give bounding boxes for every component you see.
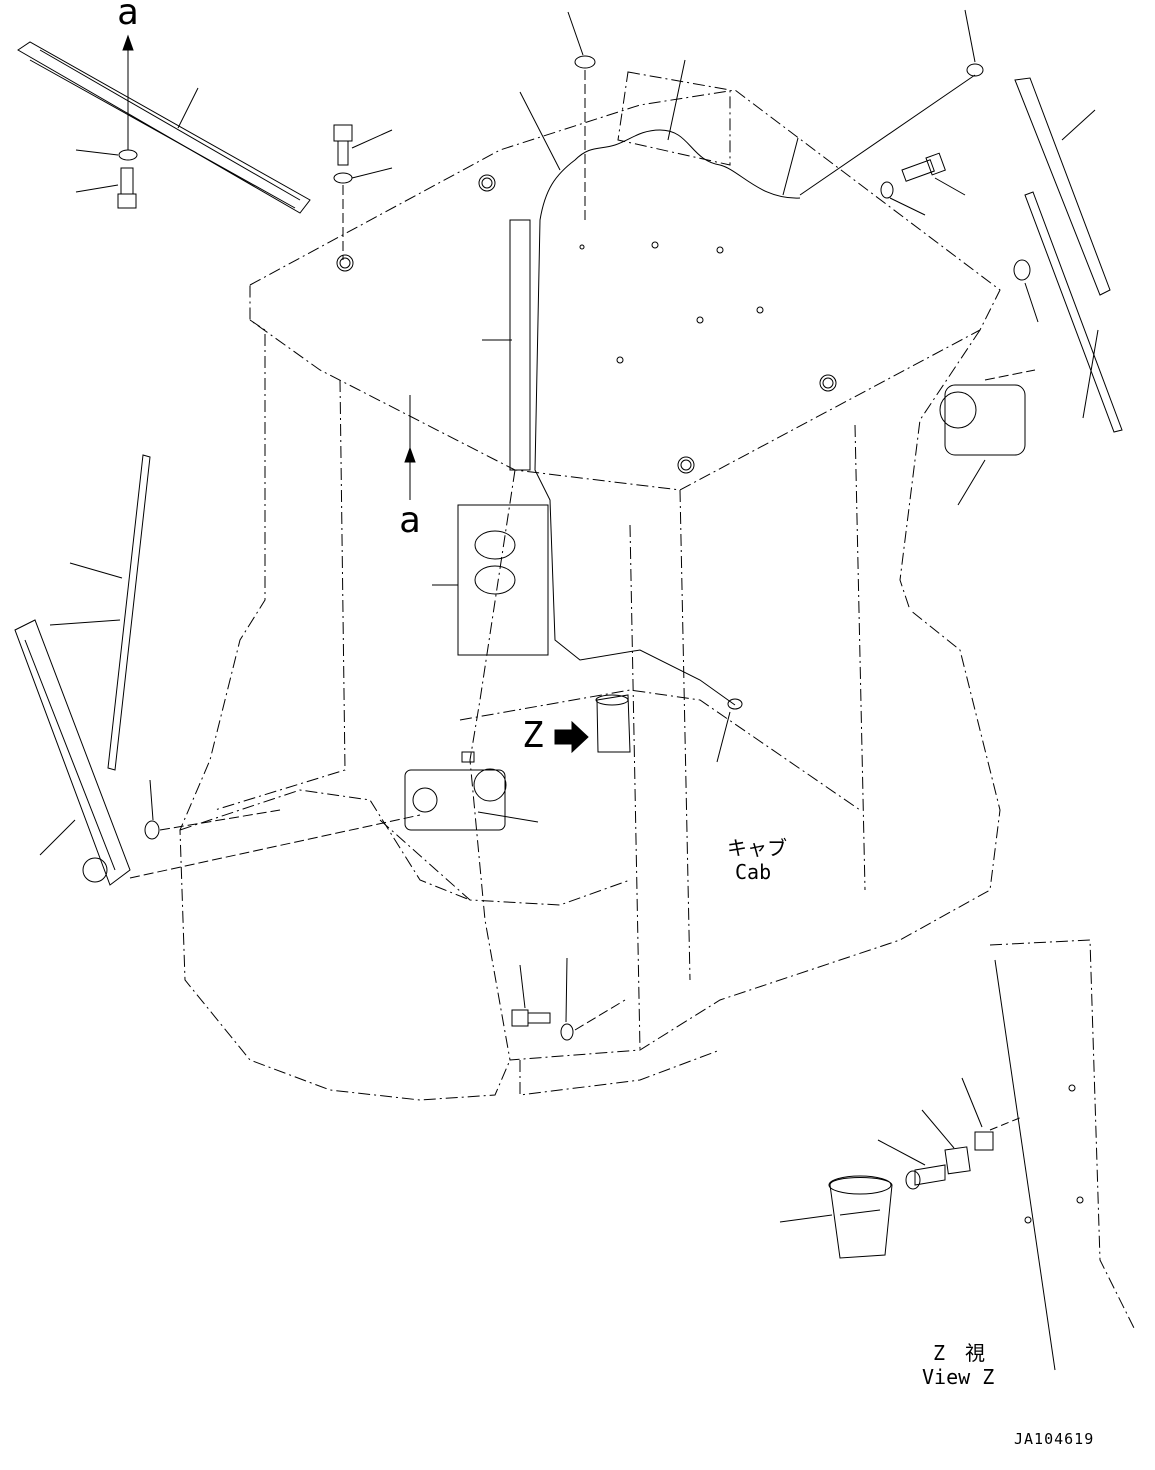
view-z-marker: Z [522, 715, 544, 756]
view-z-label-jp: Z 視 [933, 1341, 986, 1365]
wiper-blade-left [70, 455, 150, 770]
drawing-id: JA104619 [1014, 1430, 1095, 1448]
cab-label-en: Cab [735, 860, 772, 884]
bolt-right [881, 153, 965, 215]
view-z-label-en: View Z [922, 1365, 995, 1389]
wiper-blade-top-left [18, 42, 310, 213]
wiper-motor-right [940, 370, 1035, 505]
wiper-arm-left [15, 620, 420, 885]
wiper-motor-front [405, 752, 538, 830]
cab-outline [180, 90, 1000, 1100]
view-z-arrow [555, 722, 588, 752]
bolt-bottom [512, 958, 625, 1040]
cup-holder-in-cab [596, 695, 630, 752]
plug-top [568, 12, 595, 220]
cab-label-jp: キャブ [727, 836, 787, 860]
arrow-a-mid [405, 395, 415, 500]
arrow-a-top [123, 36, 133, 150]
view-marker-a-mid: a [399, 500, 421, 541]
wiper-arm-top-right [800, 10, 1110, 295]
pillar-panel [432, 505, 548, 655]
wiper-blade-right [1025, 192, 1122, 432]
bolt-top-middle [334, 125, 392, 260]
view-marker-a-top: a [117, 0, 139, 33]
roof-harness [482, 60, 800, 705]
bolt-top-left [76, 150, 137, 208]
roof-holes [337, 175, 836, 473]
nut-right [1014, 260, 1038, 322]
nut-left [145, 780, 280, 839]
sensor [717, 699, 742, 762]
view-z-detail [780, 940, 1135, 1370]
